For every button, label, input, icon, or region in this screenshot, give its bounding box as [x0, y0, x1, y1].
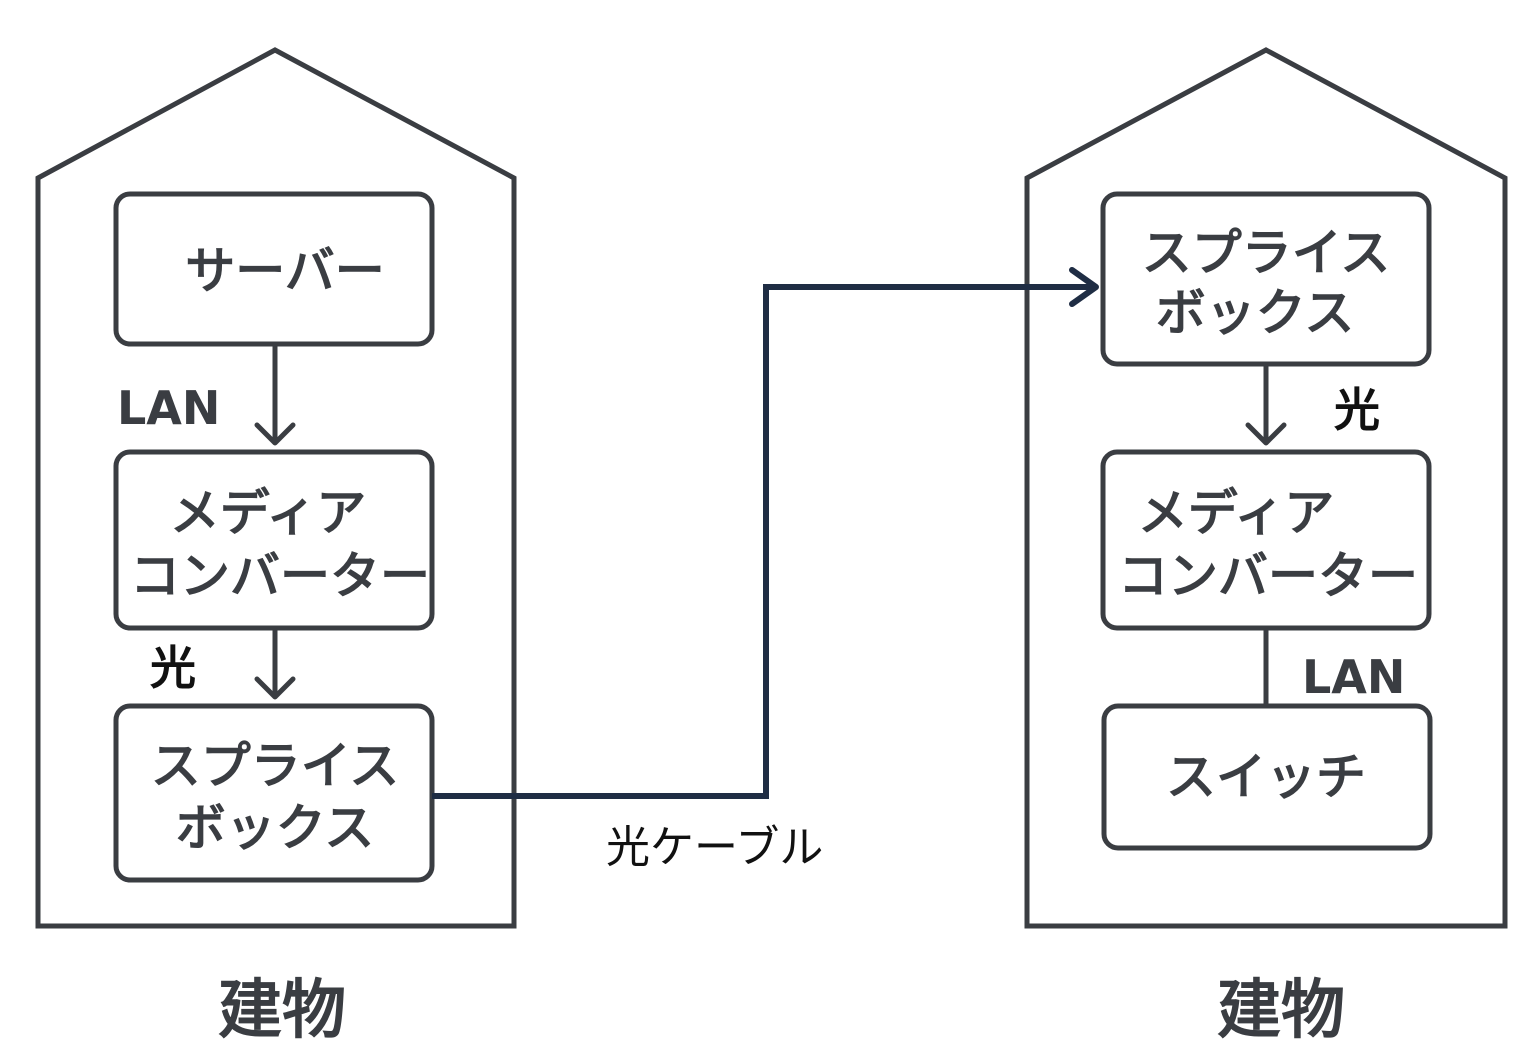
left-edge-label-optical: 光 [150, 641, 196, 695]
right-building: スプライス ボックス 光 メディア コンバーター LAN スイッチ [1024, 47, 1508, 929]
right-building-outline [1024, 47, 1508, 929]
left-arrowhead-server-to-mc [254, 422, 296, 446]
left-edge-label-lan: LAN [117, 381, 220, 435]
right-splice-box-label-line1: スプライス [1142, 224, 1391, 282]
optical-cable-label: 光ケーブル [606, 822, 823, 873]
left-arrowhead-mc-to-splice [254, 676, 296, 700]
right-switch-box [1101, 703, 1433, 851]
optical-cable-line [432, 284, 1094, 799]
right-edge-label-optical: 光 [1334, 383, 1380, 437]
left-splice-box-label-line1: スプライス [151, 737, 400, 795]
right-building-label: 建物 [1217, 974, 1345, 1048]
optical-cable-arrowhead [1069, 267, 1099, 307]
right-splice-box-label-line2: ボックス [1156, 284, 1355, 342]
left-server-label: サーバー [185, 242, 385, 300]
right-media-converter-label-line1: メディア [1138, 484, 1335, 542]
left-splice-box-label-line2: ボックス [176, 799, 375, 857]
right-media-converter-label-line2: コンバーター [1118, 547, 1418, 605]
left-building: サーバー LAN メディア コンバーター 光 スプライス ボックス [35, 47, 517, 929]
right-arrowhead-splice-to-mc [1245, 422, 1287, 446]
left-building-label: 建物 [218, 974, 346, 1048]
optical-cable: 光ケーブル [432, 267, 1099, 873]
left-media-converter-label-line2: コンバーター [130, 547, 430, 605]
left-media-converter-label-line1: メディア [170, 484, 367, 542]
right-switch-label: スイッチ [1166, 748, 1366, 806]
right-edge-label-lan: LAN [1302, 650, 1405, 704]
left-building-outline [35, 47, 517, 929]
